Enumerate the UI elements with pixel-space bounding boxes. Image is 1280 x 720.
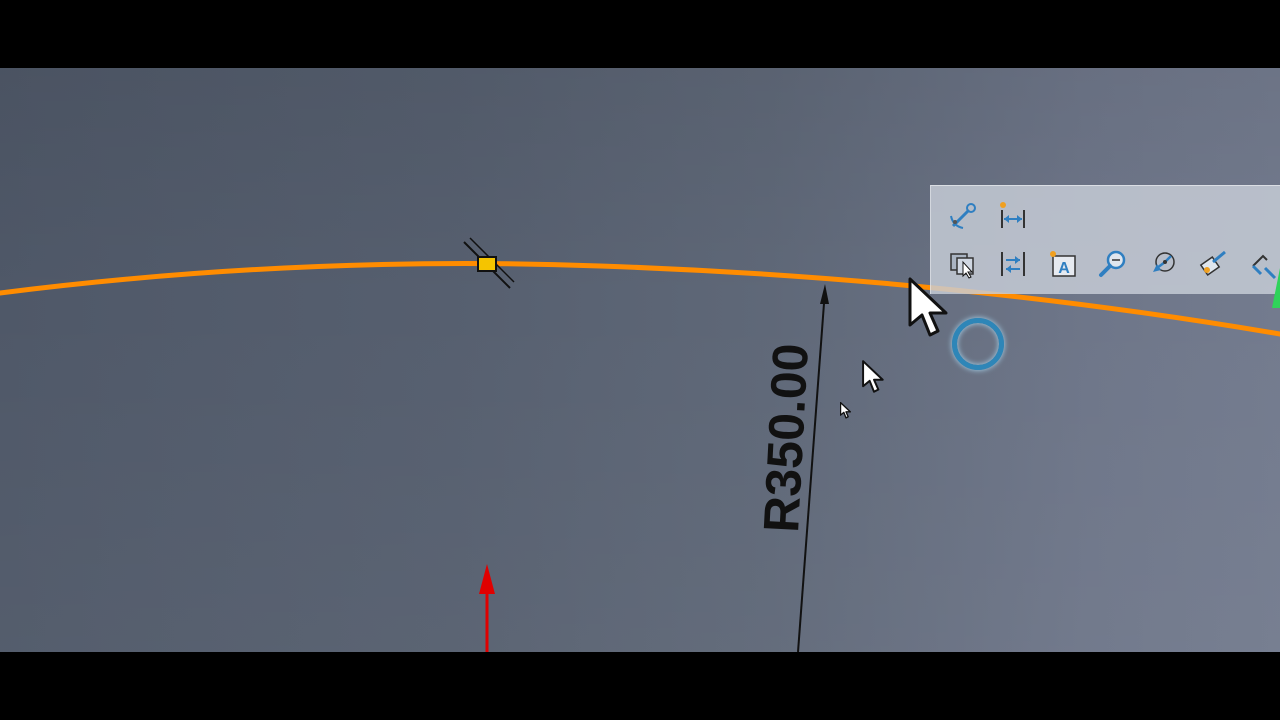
mouse-pointer-icon [908,277,948,337]
radius-dimension-line[interactable] [797,284,829,653]
green-drag-handle[interactable] [1272,268,1280,308]
sketch-arc[interactable] [0,261,1280,337]
ghost-pointer-icon [862,360,884,393]
context-toolbar: A [930,185,1280,294]
context-toolbar-row-1 [941,196,1035,236]
horizontal-dimension-icon [1000,202,1025,228]
busy-circle-cursor-icon [952,318,1004,370]
svg-text:A: A [1058,260,1070,277]
sketch-text-button[interactable]: A [1041,244,1085,284]
select-other-button[interactable] [941,244,985,284]
exit-sketch-button[interactable] [1241,244,1280,284]
smart-dimension-relation-button[interactable] [941,196,985,236]
edit-sketch-button[interactable] [1191,244,1235,284]
add-relation-icon [1001,252,1025,276]
edit-sketch-icon [1199,250,1226,276]
arc-point-marker[interactable] [463,237,515,289]
sketch-text-icon: A [1050,251,1076,277]
select-other-icon [950,253,974,279]
normal-to-icon [1153,252,1175,272]
normal-to-button[interactable] [1141,244,1185,284]
zoom-to-selection-icon [1099,250,1126,277]
smart-dimension-relation-icon [950,203,976,229]
context-toolbar-row-2: A [941,244,1280,284]
origin-y-axis [479,564,495,652]
add-relation-button[interactable] [991,244,1035,284]
horizontal-dimension-button[interactable] [991,196,1035,236]
exit-sketch-icon [1251,254,1277,280]
zoom-to-selection-button[interactable] [1091,244,1135,284]
small-ghost-pointer-icon [840,402,852,419]
letterbox-top [0,0,1280,68]
letterbox-bottom [0,652,1280,720]
radius-dimension-label[interactable]: R350.00 [753,342,819,534]
